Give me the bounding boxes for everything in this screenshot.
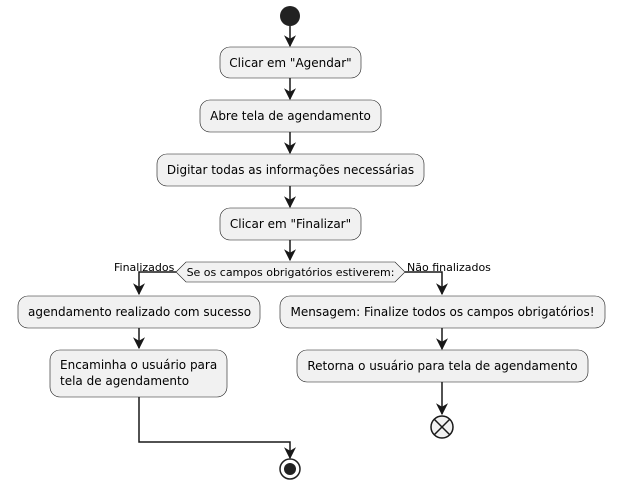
step-click-finish-label: Clicar em "Finalizar" [230, 217, 351, 231]
step-redirect-user-line1: Encaminha o usuário para [60, 358, 217, 372]
step-redirect-user: Encaminha o usuário para tela de agendam… [49, 349, 228, 398]
step-success: agendamento realizado com sucesso [17, 295, 261, 329]
step-enter-info-label: Digitar todas as informações necessárias [167, 163, 414, 177]
decision-label: Se os campos obrigatórios estiverem: [187, 266, 395, 279]
step-return-user-label: Retorna o usuário para tela de agendamen… [307, 359, 577, 373]
edge-decision-to-left-branch [133, 271, 176, 296]
start-node [280, 6, 300, 26]
step-enter-info: Digitar todas as informações necessárias [156, 153, 425, 187]
edge-redirect-to-end [138, 397, 296, 460]
step-redirect-user-line2: tela de agendamento [60, 374, 189, 388]
left-branch-label: Finalizados [114, 261, 175, 274]
end-node [279, 458, 301, 480]
step-click-schedule: Clicar em "Agendar" [219, 46, 362, 79]
step-open-schedule-screen-label: Abre tela de agendamento [210, 109, 371, 123]
decision-node: Se os campos obrigatórios estiverem: [175, 261, 406, 283]
step-success-label: agendamento realizado com sucesso [28, 305, 251, 319]
right-branch-label: Não finalizados [407, 261, 491, 274]
step-click-schedule-label: Clicar em "Agendar" [229, 56, 351, 70]
step-click-finish: Clicar em "Finalizar" [219, 207, 362, 241]
step-error-message: Mensagem: Finalize todos os campos obrig… [279, 295, 606, 329]
edge-decision-to-right-branch [405, 271, 448, 296]
flow-end-node [430, 415, 454, 439]
step-return-user: Retorna o usuário para tela de agendamen… [296, 349, 589, 383]
step-error-message-label: Mensagem: Finalize todos os campos obrig… [290, 305, 594, 319]
step-open-schedule-screen: Abre tela de agendamento [199, 99, 382, 133]
